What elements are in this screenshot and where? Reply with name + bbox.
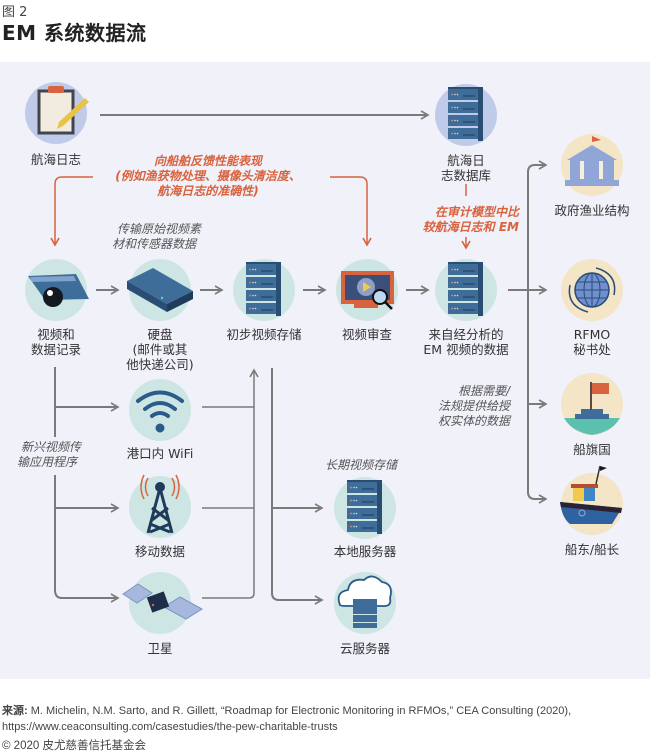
flag-state-label: 船旗国	[573, 442, 611, 457]
satellite-node	[122, 572, 203, 634]
arrow-to-owner	[527, 491, 548, 504]
rfmo-label: RFMO 秘书处	[573, 327, 611, 357]
note-line: 传输原始视频素	[117, 222, 202, 236]
label-line: RFMO	[573, 327, 611, 342]
mobile-data-label: 移动数据	[134, 544, 186, 559]
feedback-note: 向船舶反馈性能表现 (例如渔获物处理、摄像头清洁度、 航海日志的准确性)	[115, 154, 301, 199]
logbook-label: 航海日志	[30, 152, 82, 167]
note-line: 新兴视频传	[21, 440, 82, 454]
logbook-node	[25, 82, 89, 144]
local-server-node	[334, 477, 396, 539]
copyright: © 2020 皮尤慈善信托基金会	[2, 740, 146, 752]
label-line: 航海日	[447, 153, 485, 168]
provide-data-note: 根据需要/ 法规提供给授 权实体的数据	[438, 384, 510, 429]
globe-icon	[568, 267, 616, 313]
label-line: 来自经分析的	[428, 327, 504, 342]
flag-icon	[564, 382, 620, 435]
initial-storage-label: 初步视频存储	[226, 327, 302, 342]
arrow-to-satellite	[54, 589, 120, 603]
video-recording-node	[25, 259, 89, 321]
cell-tower-icon	[140, 474, 180, 534]
local-server-label: 本地服务器	[333, 544, 397, 559]
note-line: 权实体的数据	[437, 414, 510, 428]
feedback-arrow-right	[330, 176, 372, 247]
arrow-to-cloud-server	[271, 368, 324, 605]
logbook-db-label: 航海日 志数据库	[441, 153, 491, 183]
feedback-arrow-left	[50, 176, 93, 247]
raw-transfer-note: 传输原始视频素 材和传感器数据	[112, 222, 201, 252]
label-line: 志数据库	[440, 168, 492, 183]
long-term-storage-note: 长期视频存储	[325, 458, 398, 472]
mobile-data-node	[129, 474, 191, 538]
satellite-label: 卫星	[147, 641, 173, 656]
gov-fisheries-label: 政府渔业结构	[554, 203, 630, 218]
initial-storage-node	[233, 259, 295, 321]
port-wifi-node	[129, 379, 191, 441]
cloud-server-icon	[337, 575, 392, 628]
note-line: 在审计模型中比	[434, 205, 519, 219]
connectors	[54, 110, 548, 605]
cloud-server-label: 云服务器	[339, 641, 391, 656]
fishing-boat-icon	[560, 465, 622, 524]
note-line: 较航海日志和 EM	[422, 220, 519, 234]
government-building-icon	[565, 136, 619, 186]
wifi-icon	[136, 390, 184, 433]
source-citation: 来源: M. Michelin, N.M. Sarto, and R. Gill…	[2, 703, 571, 735]
dome-camera-icon	[28, 274, 89, 307]
note-line: 根据需要/	[457, 384, 510, 398]
source-label: 来源:	[2, 705, 28, 717]
label-line: (邮件或其	[132, 342, 188, 357]
label-line: 硬盘	[147, 327, 173, 342]
logbook-db-node	[435, 84, 497, 146]
label-line: EM 视频的数据	[423, 342, 509, 357]
analyzed-data-node	[435, 259, 497, 321]
distribution-trunk	[527, 160, 548, 173]
rfmo-node	[561, 259, 623, 321]
note-line: (例如渔获物处理、摄像头清洁度、	[115, 169, 301, 183]
cloud-server-node	[334, 572, 396, 634]
audit-note: 在审计模型中比 较航海日志和 EM	[423, 205, 519, 235]
clipboard-pencil-icon	[37, 86, 89, 135]
owner-captain-label: 船东/船长	[564, 542, 620, 557]
hard-drive-icon	[127, 268, 193, 312]
video-review-label: 视频审查	[341, 327, 393, 342]
flag-state-node	[561, 373, 623, 435]
video-review-node	[336, 259, 398, 321]
note-line: 航海日志的准确性)	[157, 184, 259, 198]
emerging-apps-note: 新兴视频传 输应用程序	[17, 440, 81, 470]
figure-title: EM 系统数据流	[2, 21, 147, 45]
note-line: 材和传感器数据	[112, 237, 197, 251]
monitor-magnifier-icon	[341, 271, 394, 310]
video-recording-label: 视频和 数据记录	[31, 327, 81, 357]
analyzed-data-label: 来自经分析的 EM 视频的数据	[423, 327, 508, 357]
hard-drive-label: 硬盘 (邮件或其 他快递公司)	[126, 327, 193, 372]
source-text: M. Michelin, N.M. Sarto, and R. Gillett,…	[27, 705, 572, 717]
note-line: 向船舶反馈性能表现	[153, 154, 262, 168]
note-line: 法规提供给授	[437, 399, 510, 413]
figure-number: 图 2	[2, 5, 28, 20]
label-line: 秘书处	[573, 342, 611, 357]
port-wifi-label: 港口内 WiFi	[126, 446, 194, 461]
label-line: 数据记录	[30, 342, 82, 357]
gov-fisheries-node	[561, 134, 623, 196]
owner-captain-node	[560, 465, 623, 535]
note-line: 输应用程序	[17, 455, 78, 469]
satellite-icon	[122, 583, 203, 620]
hard-drive-node	[127, 259, 193, 321]
source-url[interactable]: https://www.ceaconsulting.com/casestudie…	[2, 721, 338, 733]
label-line: 他快递公司)	[126, 357, 194, 372]
label-line: 视频和	[37, 327, 75, 342]
